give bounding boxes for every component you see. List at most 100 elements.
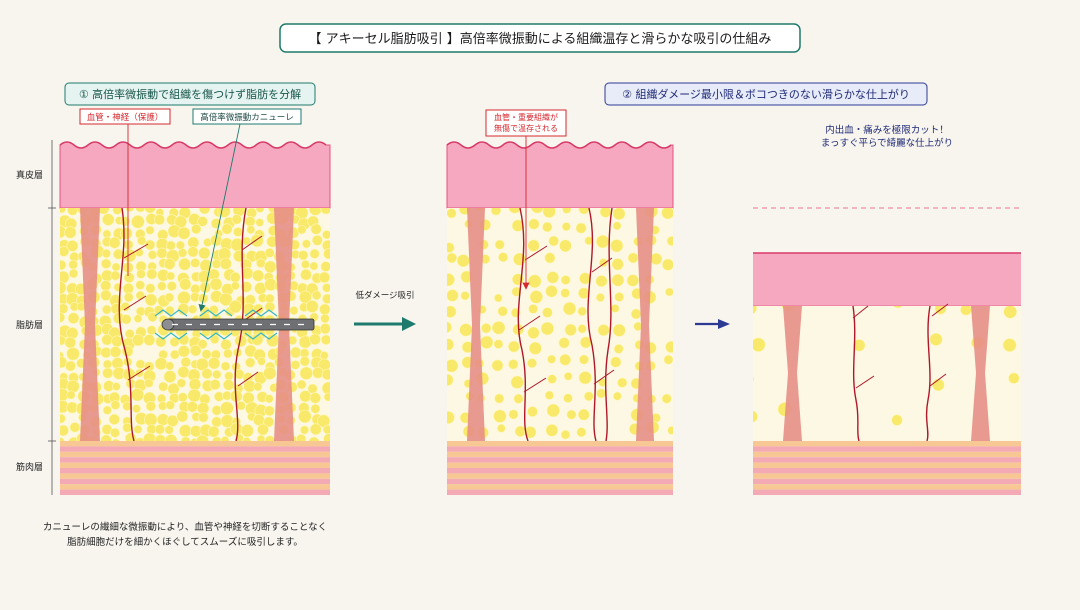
fat-cell [665,287,673,297]
fat-cell [219,292,233,307]
fat-cell [60,335,67,346]
fat-cell [211,436,222,441]
fat-cell [299,390,312,403]
fat-cell [178,257,191,271]
muscle-stripe [753,478,1021,485]
fat-cell [165,305,175,316]
fat-cell [610,303,620,313]
fat-cell [290,360,301,370]
fat-cell [1008,372,1020,384]
step1-label-box: ① 高倍率微振動で組織を傷つけず脂肪を分解 [64,82,316,106]
muscle-stripe [447,468,673,474]
fat-cell [892,306,903,309]
fat-cell [263,416,275,428]
fat-cell [528,303,539,314]
fat-cell [510,375,524,389]
fat-cell [132,334,145,347]
fat-cell [498,252,509,263]
fat-cell [177,392,188,403]
fat-cell [481,323,492,334]
result-line1: 内出血・痛みを極限カット！ [825,124,949,136]
fat-cell [252,269,265,282]
fat-cell [612,323,626,337]
fat-cell [610,239,624,253]
fat-cell [66,347,80,361]
fat-cell [60,437,65,441]
fat-cell [257,356,266,366]
fat-cell [240,424,254,438]
fat-cell [310,223,322,235]
fat-cell [198,412,209,423]
fat-cell [577,287,590,300]
fat-cell [176,410,189,423]
cannula-icon [161,318,315,331]
vessel-column [80,208,100,441]
fat-cell [145,283,156,294]
muscle-stripe [753,451,1021,458]
muscle-stripe [447,457,673,463]
fat-cell [630,308,642,320]
fat-cell [201,368,213,380]
fat-cell [447,338,455,351]
fat-cell [264,247,275,258]
fat-cell [189,344,202,357]
fat-cell [753,337,766,352]
fat-cell [891,414,903,426]
fat-cell [147,250,158,260]
fat-cell [508,359,519,370]
vessel-callout-label: 血管・神経（保護） [87,112,164,123]
fat-cell [929,332,943,346]
fat-cell [233,226,243,237]
fat-cell [100,258,112,269]
fat-cell [513,393,524,404]
fat-cell [527,239,540,252]
fat-cell [111,438,121,441]
fat-cell [263,366,277,380]
fat-cell [60,270,70,284]
fat-cell [560,288,571,298]
fat-cell [66,379,80,393]
fat-cell [459,323,473,337]
fat-cell [583,391,594,402]
fat-cell [164,434,178,441]
muscle-stripe [753,473,1021,479]
muscle-stripe [60,473,330,479]
fat-cell [122,401,132,411]
fat-cell [197,339,208,350]
fat-cell [198,208,211,215]
fat-cell [135,290,146,301]
fat-cell [143,334,156,346]
fat-cell [164,425,174,435]
fat-cell [447,208,457,219]
fat-cell [579,272,592,285]
fat-cell [1002,338,1017,352]
fat-cell [614,291,625,302]
fat-cell [122,248,137,263]
fat-cell [64,336,77,349]
fat-cell [323,248,330,260]
fat-cell [186,401,199,413]
title-box: 【 アキーセル脂肪吸引 】高倍率微振動による組織温存と滑らかな吸引の仕組み [279,23,801,53]
fat-cell [650,252,663,265]
fat-cell [494,393,505,404]
fat-cell [447,359,459,373]
muscle-stripe [60,478,330,485]
fat-cell [562,208,572,214]
fat-cell [230,281,240,291]
fat-cell [564,323,577,337]
fat-cell [209,277,223,291]
layer-label-muscle: 筋肉層 [16,461,43,473]
fat-cell [188,304,198,314]
fat-cell [528,341,542,355]
fat-cell [852,339,866,352]
fat-cell [320,313,330,324]
fat-cell [178,424,192,438]
fat-cell [137,236,147,246]
fat-cell [560,275,571,285]
fat-cell [178,334,190,346]
fat-cell [322,230,330,240]
fat-cell [245,357,256,368]
muscle-stripe [447,446,673,452]
fat-cell [66,239,79,252]
fat-cell [547,354,557,364]
